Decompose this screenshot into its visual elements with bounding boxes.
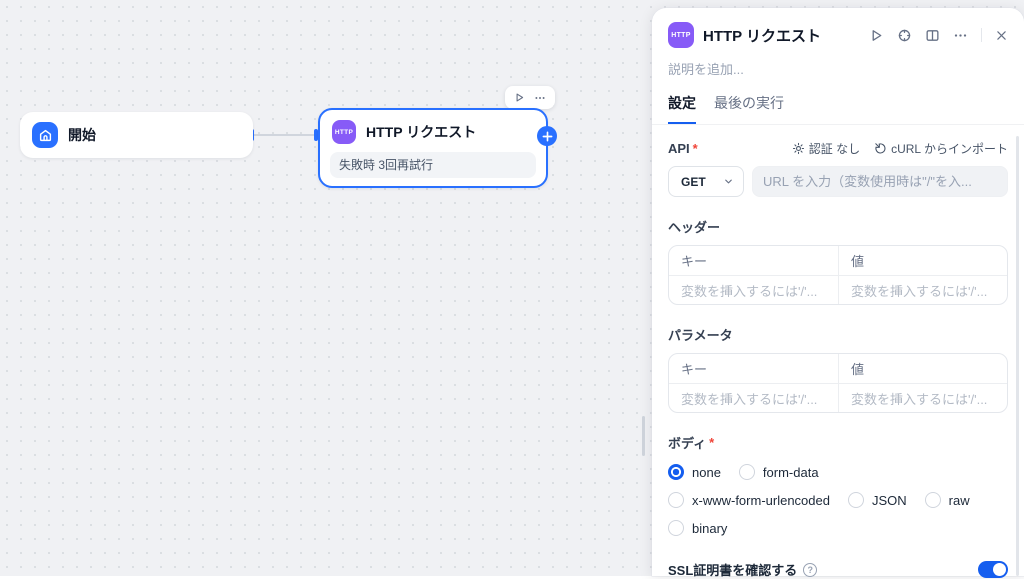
docs-book-icon[interactable] <box>925 28 940 43</box>
headers-table: キー 値 変数を挿入するには'/'... 変数を挿入するには'/'... <box>668 245 1008 305</box>
close-icon[interactable] <box>995 29 1008 42</box>
url-input[interactable] <box>752 166 1008 197</box>
panel-scrollbar[interactable] <box>1016 136 1019 576</box>
http-node-title: HTTP リクエスト <box>366 122 476 142</box>
api-label: API* <box>668 141 698 156</box>
start-node-title: 開始 <box>68 125 96 145</box>
body-type-radio-x-www-form-urlencoded[interactable]: x-www-form-urlencoded <box>668 492 830 508</box>
edge-connector <box>253 134 318 136</box>
run-icon[interactable] <box>869 28 884 43</box>
header-divider <box>981 28 982 42</box>
add-next-node-button[interactable] <box>537 126 557 146</box>
body-label: ボディ* <box>668 433 1008 452</box>
ssl-toggle[interactable] <box>978 561 1008 578</box>
panel-tabs: 設定 最後の実行 <box>652 93 1024 125</box>
node-toolbar <box>505 86 555 109</box>
curl-import-button[interactable]: cURL からインポート <box>874 140 1008 157</box>
body-type-radio-json[interactable]: JSON <box>848 492 907 508</box>
retry-badge: 失敗時 3回再試行 <box>330 152 536 178</box>
help-icon: ? <box>803 563 817 577</box>
headers-value-input[interactable]: 変数を挿入するには'/'... <box>838 276 1007 304</box>
description-input[interactable] <box>668 62 1008 77</box>
start-node[interactable]: 開始 <box>20 112 253 158</box>
headers-value-column: 値 <box>838 246 1007 275</box>
http-request-node[interactable]: HTTP HTTP リクエスト 失敗時 3回再試行 <box>318 108 548 188</box>
params-key-column: キー <box>669 354 838 383</box>
headers-key-input[interactable]: 変数を挿入するには'/'... <box>669 276 838 304</box>
ssl-label: SSL証明書を確認する <box>668 560 797 579</box>
run-node-icon[interactable] <box>514 92 525 103</box>
body-type-radio-form-data[interactable]: form-data <box>739 464 819 480</box>
tab-settings[interactable]: 設定 <box>668 93 696 124</box>
body-type-radio-none[interactable]: none <box>668 464 721 480</box>
params-table: キー 値 変数を挿入するには'/'... 変数を挿入するには'/'... <box>668 353 1008 413</box>
node-more-icon[interactable] <box>534 92 546 104</box>
params-value-input[interactable]: 変数を挿入するには'/'... <box>838 384 1007 412</box>
gear-icon <box>792 142 805 155</box>
http-icon: HTTP <box>668 22 694 48</box>
body-type-radio-raw[interactable]: raw <box>925 492 970 508</box>
auth-setting-button[interactable]: 認証 なし <box>792 140 860 157</box>
panel-header: HTTP HTTP リクエスト <box>668 22 1008 48</box>
panel-title: HTTP リクエスト <box>703 25 869 46</box>
panel-resize-handle[interactable] <box>642 416 645 456</box>
params-value-column: 値 <box>838 354 1007 383</box>
body-type-radio-binary[interactable]: binary <box>668 520 727 536</box>
crosshair-icon[interactable] <box>897 28 912 43</box>
node-config-panel: HTTP HTTP リクエスト <box>652 8 1024 576</box>
more-icon[interactable] <box>953 28 968 43</box>
params-label: パラメータ <box>668 325 1008 344</box>
params-key-input[interactable]: 変数を挿入するには'/'... <box>669 384 838 412</box>
chevron-down-icon <box>723 176 734 187</box>
import-icon <box>874 142 887 155</box>
tab-last-run[interactable]: 最後の実行 <box>714 93 784 124</box>
home-icon <box>32 122 58 148</box>
http-icon: HTTP <box>332 120 356 144</box>
headers-key-column: キー <box>669 246 838 275</box>
headers-label: ヘッダー <box>668 217 1008 236</box>
method-select[interactable]: GET <box>668 166 744 197</box>
